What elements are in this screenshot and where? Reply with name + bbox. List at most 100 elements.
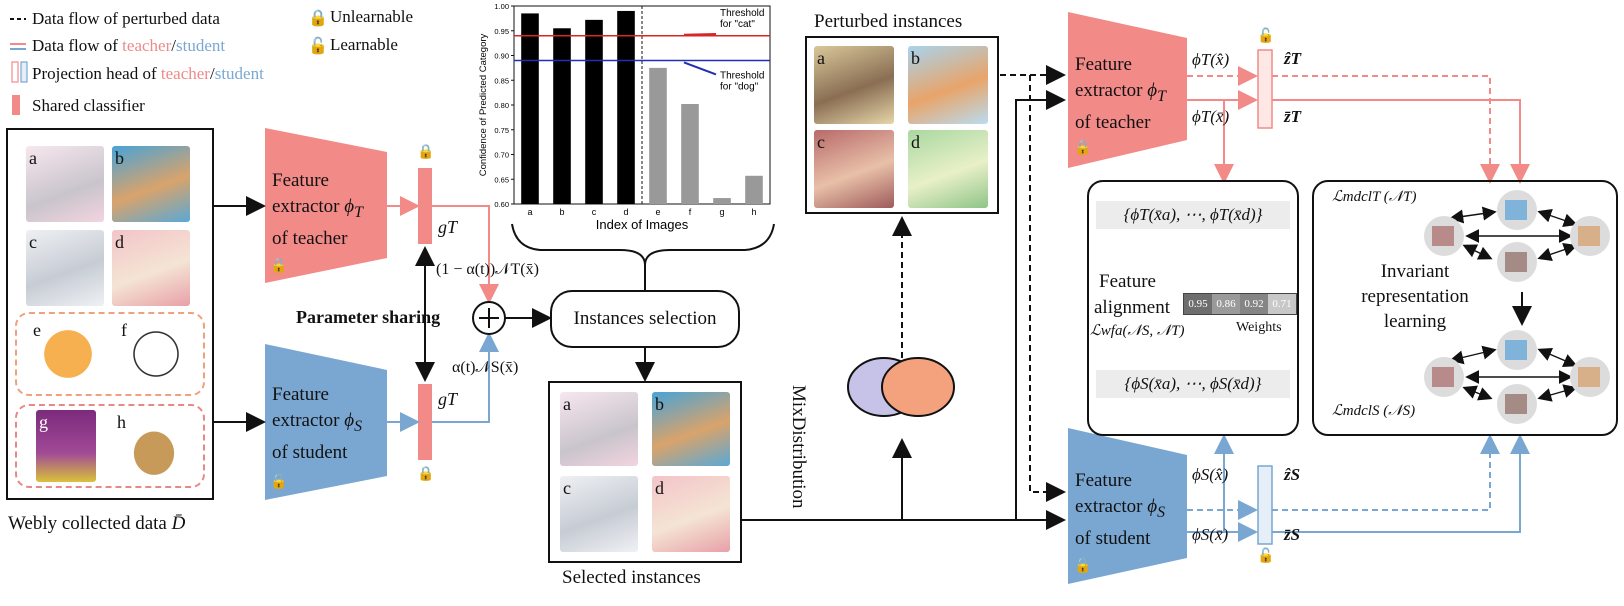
chart-x-tick-label: g (719, 207, 724, 217)
chart-y-axis-label: Confidence of Predicted Category (478, 33, 489, 176)
chart-y-tick-label: 0.90 (494, 52, 509, 61)
image-label-e: e (33, 320, 41, 340)
lock-closed-icon: 🔒 (417, 145, 435, 160)
student-weight-term: α(t)𝒩S(x̄) (452, 359, 519, 376)
chart-y-tick-label: 1.00 (494, 2, 509, 11)
chart-x-tick-label: e (655, 207, 660, 217)
selected-image-a: a (560, 392, 638, 466)
chart-y-tick-label: 0.70 (494, 151, 509, 160)
student-extractor-line2: extractor ϕS (272, 408, 362, 440)
chart-y-tick-label: 0.80 (494, 101, 509, 110)
legend-slash: / (171, 36, 176, 55)
feature-alignment-loss: ℒwfa(𝒩S, 𝒩T) (1090, 323, 1185, 339)
student-z-hat-label: ẑS (1284, 465, 1301, 484)
student-right-line1: Feature (1075, 470, 1132, 491)
chart-bar (649, 67, 667, 204)
teacher-right-symbol: ϕ (1147, 80, 1158, 101)
weight-cell-a: 0.95 (1184, 294, 1212, 314)
lock-closed-icon: 🔒 (1074, 141, 1092, 156)
teacher-extractor-label: Feature extractor ϕT of teacher (272, 168, 363, 252)
teacher-extractor-word: extractor (272, 196, 340, 217)
noisy-group-ef (15, 312, 205, 396)
chart-bar (745, 175, 763, 204)
teacher-extractor-right-shape (1068, 12, 1187, 168)
mix-circle-orange (881, 357, 955, 417)
selected-image-d: d (652, 476, 730, 552)
teacher-extractor-line3: of teacher (272, 227, 348, 249)
legend-unlearnable: Unlearnable (330, 7, 414, 26)
teacher-extractor-shape (265, 128, 387, 283)
student-right-line3: of student (1075, 527, 1151, 549)
student-phi-bar-label: ϕS(x̄) (1192, 525, 1229, 544)
selected-label-c: c (563, 478, 571, 498)
chart-x-tick-label: b (559, 207, 564, 217)
perturbed-image-c: c (814, 130, 894, 208)
image-f: f (118, 318, 194, 390)
invariant-loss-top: ℒmdclT (𝒩T) (1332, 189, 1417, 205)
selected-image-c: c (560, 476, 638, 552)
lock-open-icon: 🔓 (1074, 559, 1092, 574)
selected-label-d: d (655, 478, 664, 498)
student-extractor-right-shape (1068, 428, 1187, 584)
lock-open-icon: 🔓 (270, 475, 288, 490)
legend-flow-prefix: Data flow of (32, 36, 123, 55)
teacher-extractor-line1: Feature (272, 170, 329, 191)
chart-threshold-arrow (683, 33, 717, 36)
chart-threshold-label: for "cat" (720, 19, 755, 30)
image-label-h: h (117, 412, 126, 432)
legend-projection-prefix: Projection head of (32, 64, 161, 83)
teacher-extractor-line2: extractor ϕT (272, 194, 363, 226)
image-e: e (30, 318, 106, 390)
teacher-right-line2: extractor ϕT (1075, 78, 1166, 110)
lock-closed-icon: 🔒 (270, 259, 288, 274)
feature-alignment-title: Feature (1099, 272, 1156, 291)
invariant-learning-box (1312, 180, 1618, 436)
legend-shared-classifier: Shared classifier (32, 96, 145, 115)
teacher-right-sub: T (1157, 87, 1166, 105)
webly-caption-text: Webly collected data (8, 513, 167, 534)
chart-threshold-label: Threshold (720, 70, 764, 81)
legend-teacher-student-flow: Data flow of teacher/student (32, 36, 225, 56)
chart-bar (617, 10, 635, 205)
chart-x-tick-label: f (689, 207, 692, 217)
noisy-group-gh (15, 404, 205, 488)
image-a: a (26, 146, 104, 222)
student-right-symbol: ϕ (1147, 496, 1158, 517)
lock-open-icon: 🔓 (308, 38, 328, 55)
perturbed-label-c: c (817, 132, 825, 152)
student-extractor-symbol: ϕ (344, 410, 355, 431)
lock-open-icon: 🔓 (1257, 549, 1275, 564)
image-label-b: b (115, 148, 124, 168)
student-extractor-line1: Feature (272, 384, 329, 405)
student-extractor-sub: S (354, 417, 363, 435)
teacher-extractor-right-label: Feature extractor ϕT of teacher (1075, 52, 1166, 136)
student-phi-hat-label: ϕS(x̂) (1192, 465, 1229, 484)
student-extractor-word: extractor (272, 410, 340, 431)
parameter-sharing-label: Parameter sharing (296, 307, 441, 327)
chart-bar (585, 19, 603, 204)
teacher-weight-term: (1 − α(t))𝒩T(x̄) (436, 261, 539, 278)
chart-x-axis-label: Index of Images (596, 217, 689, 232)
image-label-g: g (39, 412, 48, 432)
chart-x-tick-label: a (527, 207, 532, 217)
feature-alignment-line2: alignment (1094, 297, 1170, 318)
chart-threshold-label: for "dog" (720, 81, 759, 92)
teacher-extractor-sub: T (354, 203, 363, 221)
legend-learnable: Learnable (330, 35, 398, 54)
teacher-z-bar-label: z̄T (1284, 107, 1301, 126)
image-label-c: c (29, 232, 37, 252)
legend-perturbed-flow: Data flow of perturbed data (32, 9, 220, 28)
legend-projection-slash: / (209, 64, 215, 83)
student-right-word: extractor (1075, 496, 1143, 517)
legend-projection-student: student (214, 64, 264, 83)
chart-x-tick-label: h (751, 207, 756, 217)
student-feature-set: {ϕS(x̄a), ⋯, ϕS(x̄d)} (1096, 370, 1290, 398)
perturbed-image-d: d (908, 130, 988, 208)
image-h: h (114, 410, 194, 482)
weights-bar: 0.95 0.86 0.92 0.71 (1183, 293, 1297, 315)
instances-selection-box (550, 290, 740, 348)
perturbed-label-a: a (817, 48, 825, 68)
chart-y-tick-label: 0.65 (494, 175, 509, 184)
